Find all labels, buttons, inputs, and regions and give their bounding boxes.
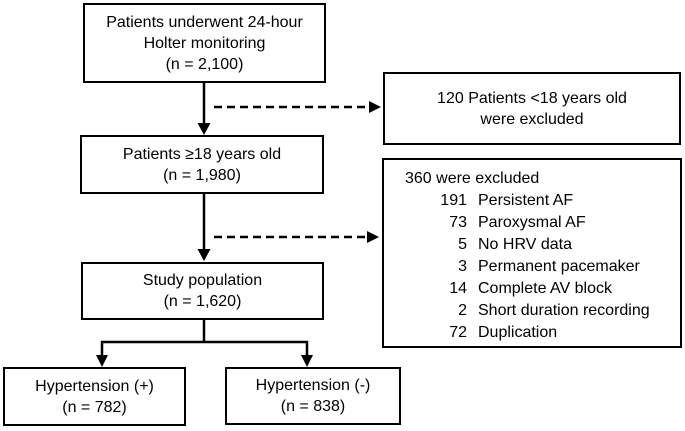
node-adults: Patients ≥18 years old (n = 1,980): [80, 135, 324, 194]
node-holter-monitoring: Patients underwent 24-hour Holter monito…: [83, 3, 326, 83]
exclusion-item: 191 Persistent AF: [405, 190, 680, 212]
dashed-arrow-excluded-other: [214, 231, 379, 243]
exclusion-label: Paroxysmal AF: [478, 214, 586, 231]
exclusion-item: 73 Paroxysmal AF: [405, 212, 680, 234]
node-text-line: Patients underwent 24-hour: [106, 13, 303, 31]
node-n-count: (n = 782): [62, 398, 127, 416]
node-study-population: Study population (n = 1,620): [81, 262, 324, 320]
exclusion-label: Short duration recording: [478, 302, 650, 319]
dashed-arrow-excluded-age: [214, 101, 381, 113]
exclusion-item: 2 Short duration recording: [405, 300, 680, 322]
node-n-count: (n = 2,100): [165, 55, 244, 73]
exclusion-count: 14: [449, 280, 467, 297]
exclusion-count: 72: [449, 324, 467, 341]
exclusion-label: Duplication: [478, 324, 558, 341]
arrow-holter-to-adults: [197, 83, 211, 135]
node-n-count: (n = 1,980): [163, 166, 241, 184]
node-hypertension-positive: Hypertension (+) (n = 782): [3, 367, 186, 426]
exclusion-title: 360 were excluded: [405, 170, 540, 187]
exclusion-count: 191: [440, 192, 467, 209]
exclusion-label: Permanent pacemaker: [478, 258, 640, 275]
exclusion-item: 3 Permanent pacemaker: [405, 256, 680, 278]
exclusion-count: 73: [449, 214, 467, 231]
exclusion-count: 5: [458, 236, 467, 253]
node-excluded-other: 360 were excluded 191 Persistent AF 73 P…: [382, 158, 682, 348]
node-text-line: Patients ≥18 years old: [122, 145, 282, 163]
node-n-count: (n = 1,620): [163, 293, 242, 310]
exclusion-item: 5 No HRV data: [405, 234, 680, 256]
node-text-line: 120 Patients <18 years old: [437, 89, 627, 107]
node-n-count: (n = 838): [280, 398, 346, 415]
exclusion-label: Complete AV block: [478, 280, 612, 297]
node-excluded-under-18: 120 Patients <18 years old were excluded: [383, 72, 681, 145]
exclusion-label: No HRV data: [478, 236, 572, 253]
arrow-adults-to-study: [197, 194, 211, 261]
exclusion-label: Persistent AF: [478, 192, 574, 209]
node-text-line: Hypertension (-): [255, 377, 371, 394]
exclusion-item: 14 Complete AV block: [405, 278, 680, 300]
exclusion-count: 3: [458, 258, 467, 275]
exclusion-item: 72 Duplication: [405, 322, 680, 344]
exclusion-count: 2: [458, 302, 467, 319]
node-text-line: Hypertension (+): [35, 377, 154, 395]
node-text-line: were excluded: [480, 110, 584, 128]
branch-fork: [96, 320, 313, 367]
node-hypertension-negative: Hypertension (-) (n = 838): [225, 367, 401, 425]
node-text-line: Study population: [142, 272, 263, 289]
node-text-line: Holter monitoring: [143, 34, 266, 52]
